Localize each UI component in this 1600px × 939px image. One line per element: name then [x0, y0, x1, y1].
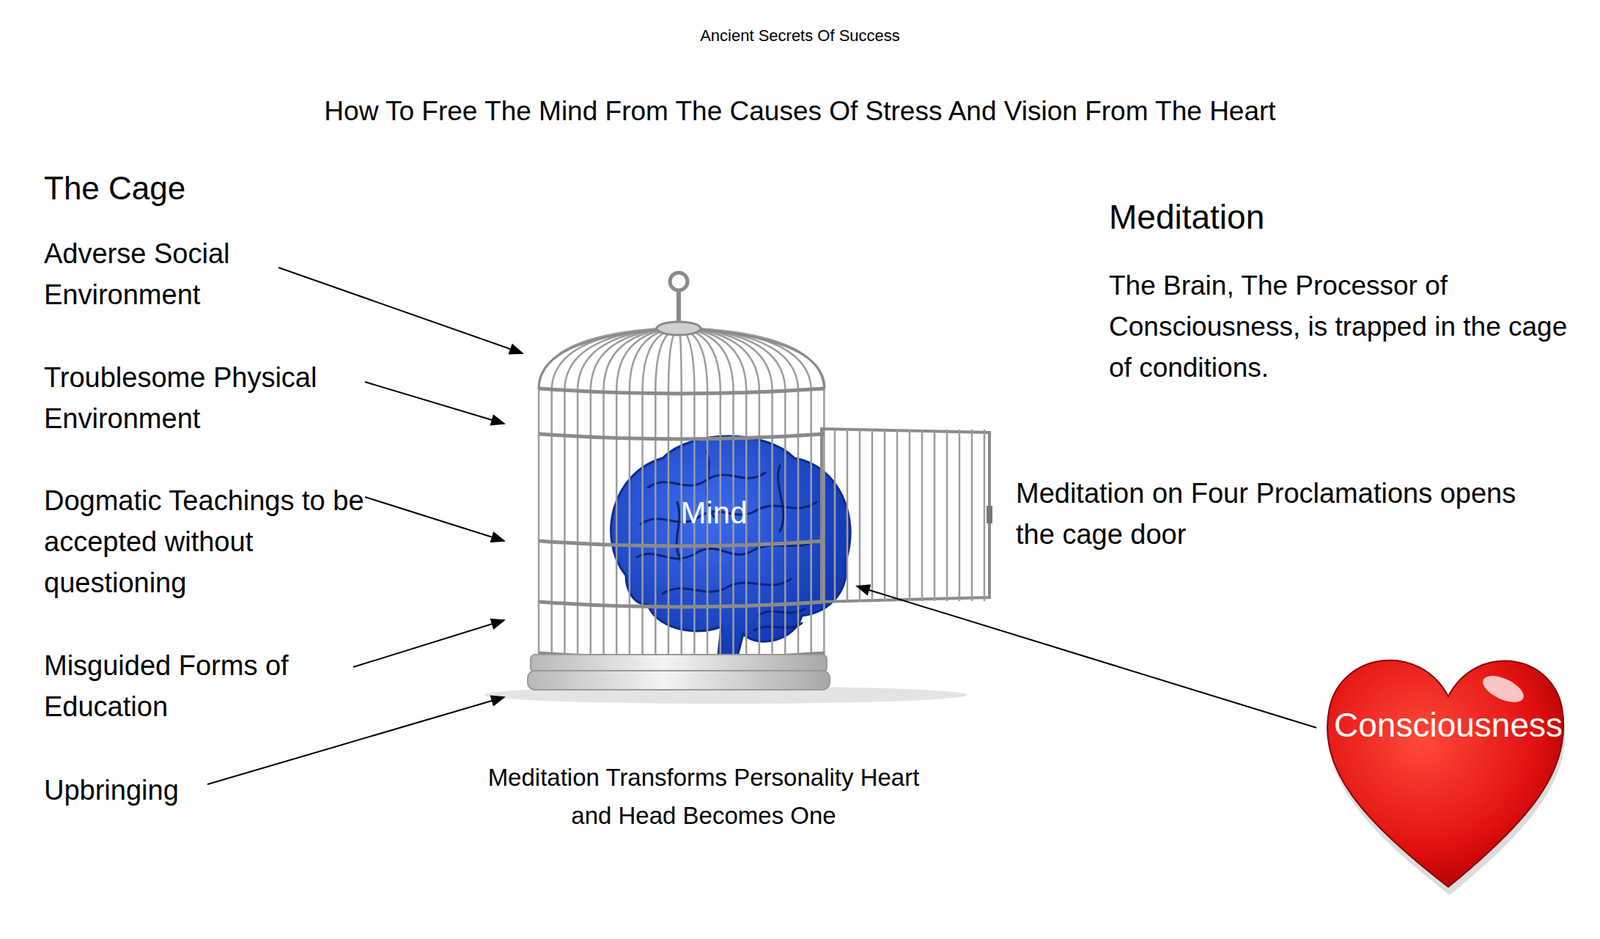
heart-highlight [1479, 670, 1528, 709]
cage-door-bar [933, 429, 936, 602]
cause-label: Misguided Forms of Education [43, 644, 338, 728]
brain-fold [676, 502, 681, 561]
header-text: Ancient Secrets Of Success [0, 24, 1600, 47]
cause-label: Dogmatic Teachings to be accepted withou… [43, 480, 367, 604]
cage-shadow [483, 686, 968, 704]
node-outline [596, 428, 857, 664]
cage-door-bar [859, 429, 862, 602]
cage-door-bar [883, 429, 887, 602]
section-heading: The Cage [43, 168, 338, 209]
brain-fold [754, 622, 802, 631]
cage-ring [538, 433, 825, 440]
heart-outline [1327, 660, 1564, 887]
leader-arrow [207, 697, 505, 785]
section-heading: Meditation [1108, 196, 1476, 238]
cause-label: Upbringing [43, 769, 264, 811]
brain-fold [662, 579, 791, 594]
caption-text: Meditation Transforms Personality Heart … [469, 758, 939, 835]
cage-door-bar [946, 429, 949, 602]
leader-arrow [365, 496, 505, 541]
cage-door-bar [921, 429, 924, 602]
heart-node: Consciousness [1316, 637, 1577, 898]
node-label: Consciousness [1316, 705, 1581, 746]
note-text: The Brain, The Processor of Consciousnes… [1108, 265, 1579, 389]
cage-door-bar [983, 429, 986, 602]
node-outline [1316, 637, 1577, 898]
brain-node: Mind [596, 428, 857, 664]
brain-fold [757, 608, 806, 616]
cause-label: Adverse Social Environment [43, 233, 294, 316]
cage-door-bar [908, 429, 912, 602]
leader-arrow [365, 381, 505, 424]
cage-door-bar [896, 429, 899, 602]
node-label: Mind [596, 494, 832, 532]
connector-arrow [856, 586, 1317, 728]
brain-fold [636, 538, 824, 559]
leader-arrow [278, 267, 523, 354]
cage-dome [538, 328, 825, 389]
cage-hook [669, 272, 688, 291]
cage-cap [656, 321, 701, 335]
cage-door-bar [871, 429, 874, 602]
cage-ring [538, 388, 825, 394]
cage-hook [676, 290, 681, 324]
cage-ring [538, 653, 825, 659]
brain-fold [778, 465, 784, 532]
cage-bars [538, 328, 993, 664]
diagram-title: How To Free The Mind From The Causes Of … [0, 93, 1600, 129]
note-text: Meditation on Four Proclamations opens t… [1015, 472, 1529, 555]
leader-arrow [353, 620, 505, 667]
cause-label: Troublesome Physical Environment [43, 356, 367, 440]
cage-door-bar [971, 429, 974, 602]
cage-door-bar [958, 429, 961, 602]
brain-outline [611, 436, 851, 662]
cage-base [530, 654, 827, 673]
cage-base [527, 670, 830, 690]
cage-door-latch [986, 505, 993, 524]
